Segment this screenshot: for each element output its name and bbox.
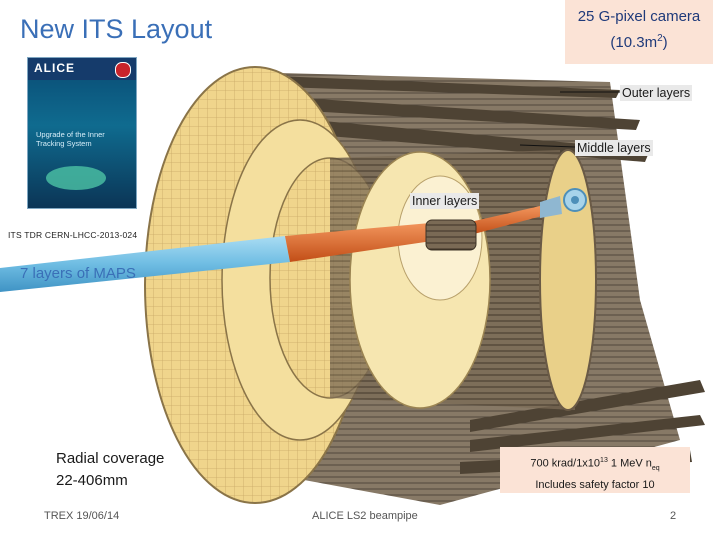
radiation-line-2: Includes safety factor 10 <box>535 478 655 491</box>
inner-layers-barrel <box>425 219 477 251</box>
maps-note: 7 layers of MAPS <box>20 265 136 282</box>
footer-date: TREX 19/06/14 <box>44 510 120 522</box>
footer-center-text: ALICE LS2 beampipe <box>312 510 418 522</box>
middle-layers-label: Middle layers <box>575 140 653 156</box>
leader-lines <box>519 91 620 148</box>
outer-layers-label: Outer layers <box>620 85 693 101</box>
radial-line-2: 22-406mm <box>56 472 128 489</box>
inner-support-cylinder <box>349 151 491 409</box>
alice-logo: ALICE <box>34 61 75 75</box>
cern-seal-icon <box>115 62 131 78</box>
page-number: 2 <box>670 510 677 522</box>
radiation-line-1: 700 krad/1x1013 1 MeV neq <box>530 457 660 472</box>
radial-coverage-note: Radial coverage 22-406mm <box>56 448 164 492</box>
radiation-highlight-box: 700 krad/1x1013 1 MeV neq Includes safet… <box>500 447 690 493</box>
tdr-cover-graphic <box>46 166 106 190</box>
camera-line-2: (10.3m2) <box>610 33 668 51</box>
inner-layers-label: Inner layers <box>410 193 480 209</box>
radial-line-1: Radial coverage <box>56 450 165 467</box>
camera-highlight-box: 25 G-pixel camera (10.3m2) <box>565 0 713 64</box>
tdr-cover-subtitle: Upgrade of the Inner Tracking System <box>36 130 105 148</box>
page-title: New ITS Layout <box>20 14 213 44</box>
tdr-cover-image: ALICE Upgrade of the Inner Tracking Syst… <box>27 57 137 209</box>
tdr-reference: ITS TDR CERN-LHCC-2013-024 <box>8 230 138 240</box>
camera-line-1: 25 G-pixel camera <box>577 8 701 25</box>
